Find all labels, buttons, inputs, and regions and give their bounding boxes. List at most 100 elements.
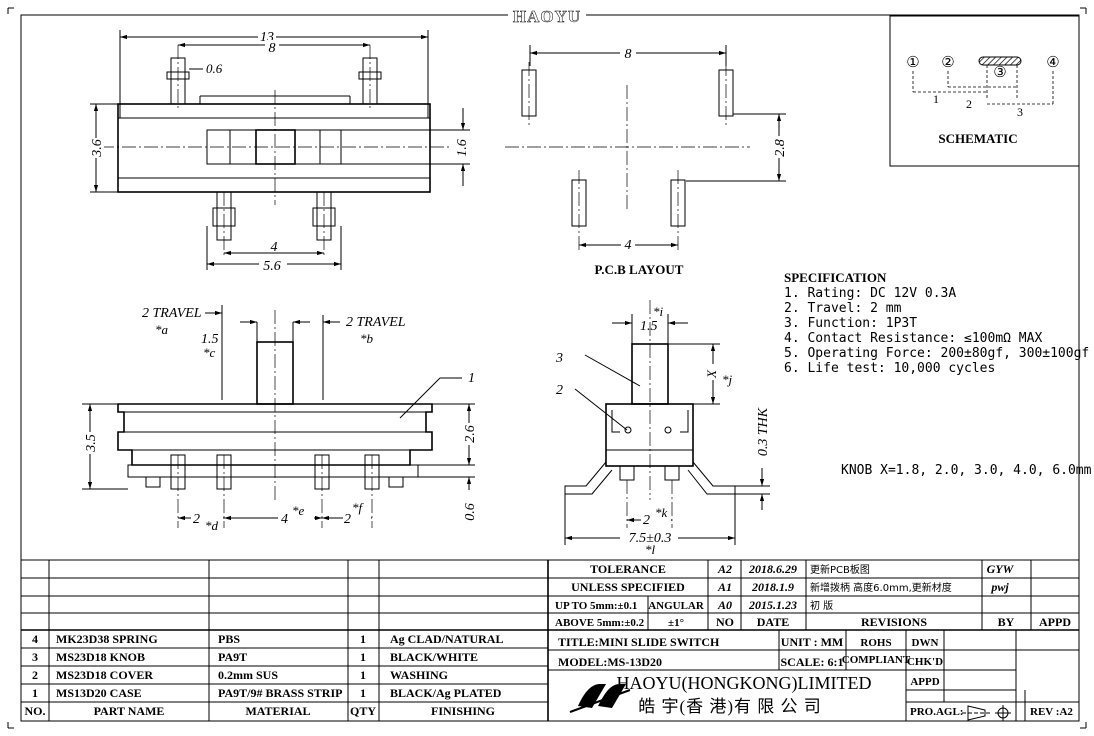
svg-text:WASHING: WASHING bbox=[390, 668, 448, 682]
svg-text:8: 8 bbox=[269, 41, 276, 56]
pin-4: ④ bbox=[1046, 55, 1059, 71]
svg-text:0.2mm SUS: 0.2mm SUS bbox=[218, 668, 278, 682]
svg-text:1: 1 bbox=[933, 92, 939, 106]
svg-text:BY: BY bbox=[998, 615, 1015, 629]
pin-3: ③ bbox=[993, 65, 1006, 81]
svg-text:2: 2 bbox=[193, 512, 200, 527]
svg-text:HAOYU: HAOYU bbox=[513, 7, 581, 26]
svg-text:2: 2 bbox=[344, 512, 351, 527]
svg-text:ANGULAR: ANGULAR bbox=[648, 600, 705, 612]
svg-text:Ag CLAD/NATURAL: Ag CLAD/NATURAL bbox=[390, 632, 503, 646]
svg-text:*l: *l bbox=[645, 542, 656, 557]
svg-text:4: 4 bbox=[32, 632, 38, 646]
svg-text:UNIT : MM: UNIT : MM bbox=[781, 635, 843, 649]
bom-row: 2 MS23D18 COVER 0.2mm SUS 1 WASHING bbox=[32, 668, 448, 682]
svg-text:新增拨柄 高度6.0mm,更新材度: 新增拨柄 高度6.0mm,更新材度 bbox=[810, 581, 952, 594]
svg-text:初 版: 初 版 bbox=[810, 599, 833, 612]
svg-text:PART NAME: PART NAME bbox=[94, 704, 165, 718]
front-view: 2 TRAVEL *a 2 TRAVEL *b 1.5 *c bbox=[82, 305, 478, 533]
svg-text:2018.1.9: 2018.1.9 bbox=[751, 580, 794, 594]
svg-text:*j: *j bbox=[722, 372, 733, 387]
svg-text:4: 4 bbox=[281, 512, 288, 527]
svg-text:1: 1 bbox=[360, 668, 366, 682]
svg-text:1: 1 bbox=[32, 686, 38, 700]
svg-text:5.6: 5.6 bbox=[263, 259, 281, 274]
svg-text:2.6: 2.6 bbox=[463, 425, 478, 443]
svg-text:MS13D20 CASE: MS13D20 CASE bbox=[56, 686, 142, 700]
svg-text:NO: NO bbox=[716, 615, 734, 629]
bom-header: NO. PART NAME MATERIAL QTY FINISHING bbox=[25, 704, 496, 718]
svg-text:3.5: 3.5 bbox=[84, 434, 99, 453]
revision-level: REV :A2 bbox=[1030, 706, 1073, 718]
knob-options: KNOB X=1.8, 2.0, 3.0, 4.0, 6.0mm bbox=[841, 463, 1092, 478]
svg-text:SCALE: 6:1: SCALE: 6:1 bbox=[780, 655, 843, 669]
svg-text:2 TRAVEL: 2 TRAVEL bbox=[142, 306, 202, 321]
svg-text:*b: *b bbox=[360, 331, 374, 346]
svg-text:3: 3 bbox=[1017, 105, 1023, 119]
svg-text:1: 1 bbox=[360, 632, 366, 646]
svg-text:*f: *f bbox=[352, 500, 365, 515]
svg-text:3: 3 bbox=[555, 351, 563, 366]
bom-row: 3 MS23D18 KNOB PA9T 1 BLACK/WHITE bbox=[32, 650, 478, 664]
svg-text:REVISIONS: REVISIONS bbox=[861, 615, 927, 629]
svg-text:1.5: 1.5 bbox=[640, 319, 658, 334]
svg-text:*a: *a bbox=[155, 322, 169, 337]
svg-text:4: 4 bbox=[625, 238, 632, 253]
svg-text:A1: A1 bbox=[717, 580, 732, 594]
svg-text:0.6: 0.6 bbox=[463, 503, 478, 521]
svg-text:1: 1 bbox=[360, 686, 366, 700]
svg-text:2: 2 bbox=[32, 668, 38, 682]
side-view: *i 1.5 X *j 3 2 bbox=[555, 300, 771, 557]
bom-row: 4 MK23D38 SPRING PBS 1 Ag CLAD/NATURAL bbox=[32, 632, 503, 646]
svg-text:更新PCB板图: 更新PCB板图 bbox=[810, 563, 870, 576]
svg-text:2018.6.29: 2018.6.29 bbox=[748, 562, 797, 576]
svg-text:FINISHING: FINISHING bbox=[431, 704, 495, 718]
svg-text:DWN: DWN bbox=[912, 637, 939, 649]
svg-text:2015.1.23: 2015.1.23 bbox=[748, 598, 797, 612]
svg-text:3.6: 3.6 bbox=[90, 139, 105, 158]
spec-line-6: 6. Life test: 10,000 cycles bbox=[784, 361, 995, 376]
svg-text:BLACK/WHITE: BLACK/WHITE bbox=[390, 650, 478, 664]
svg-text:8: 8 bbox=[625, 47, 632, 62]
svg-text:pwj: pwj bbox=[990, 580, 1009, 594]
brand-logo: HAOYU bbox=[508, 7, 586, 26]
svg-text:2: 2 bbox=[643, 513, 650, 528]
svg-text:ROHS: ROHS bbox=[860, 637, 891, 649]
spec-line-2: 2. Travel: 2 mm bbox=[784, 301, 902, 316]
slider-contact bbox=[978, 56, 1022, 66]
svg-text:4: 4 bbox=[271, 240, 278, 255]
svg-text:BLACK/Ag PLATED: BLACK/Ag PLATED bbox=[390, 686, 502, 700]
svg-text:*e: *e bbox=[292, 503, 305, 518]
svg-text:CHK'D: CHK'D bbox=[907, 656, 943, 668]
bom-row: 1 MS13D20 CASE PA9T/9# BRASS STRIP 1 BLA… bbox=[32, 686, 502, 700]
svg-text:A2: A2 bbox=[717, 562, 732, 576]
svg-text:X: X bbox=[704, 369, 719, 379]
svg-text:*d: *d bbox=[205, 518, 219, 533]
svg-text:7.5±0.3: 7.5±0.3 bbox=[629, 531, 672, 546]
svg-text:*c: *c bbox=[203, 345, 216, 360]
spec-line-5: 5. Operating Force: 200±80gf, 300±100gf bbox=[784, 346, 1089, 361]
spec-title: SPECIFICATION bbox=[784, 270, 887, 285]
svg-text:DATE: DATE bbox=[757, 615, 789, 629]
svg-text:UNLESS SPECIFIED: UNLESS SPECIFIED bbox=[571, 580, 685, 594]
spec-line-3: 3. Function: 1P3T bbox=[784, 316, 917, 331]
svg-text:MODEL:MS-13D20: MODEL:MS-13D20 bbox=[558, 655, 662, 669]
svg-text:1: 1 bbox=[468, 371, 475, 386]
svg-text:1: 1 bbox=[360, 650, 366, 664]
svg-text:MATERIAL: MATERIAL bbox=[245, 704, 310, 718]
spec-line-4: 4. Contact Resistance: ≤100mΩ MAX bbox=[784, 331, 1042, 346]
svg-text:UP TO 5mm:±0.1: UP TO 5mm:±0.1 bbox=[555, 600, 637, 612]
svg-text:0.6: 0.6 bbox=[206, 61, 223, 76]
revision-row: A0 2015.1.23 初 版 bbox=[717, 598, 833, 612]
svg-text:MS23D18 COVER: MS23D18 COVER bbox=[56, 668, 153, 682]
specification: SPECIFICATION 1. Rating: DC 12V 0.3A 2. … bbox=[784, 270, 1092, 478]
svg-text:A0: A0 bbox=[717, 598, 732, 612]
company-logo bbox=[569, 684, 631, 713]
svg-text:MS23D18 KNOB: MS23D18 KNOB bbox=[56, 650, 145, 664]
svg-text:3: 3 bbox=[32, 650, 38, 664]
svg-text:APPD: APPD bbox=[1039, 615, 1071, 629]
svg-text:MK23D38 SPRING: MK23D38 SPRING bbox=[56, 632, 158, 646]
svg-text:±1°: ±1° bbox=[668, 617, 684, 629]
pcb-layout: 8 4 2.8 P.C.B LAYOUT bbox=[505, 45, 788, 277]
